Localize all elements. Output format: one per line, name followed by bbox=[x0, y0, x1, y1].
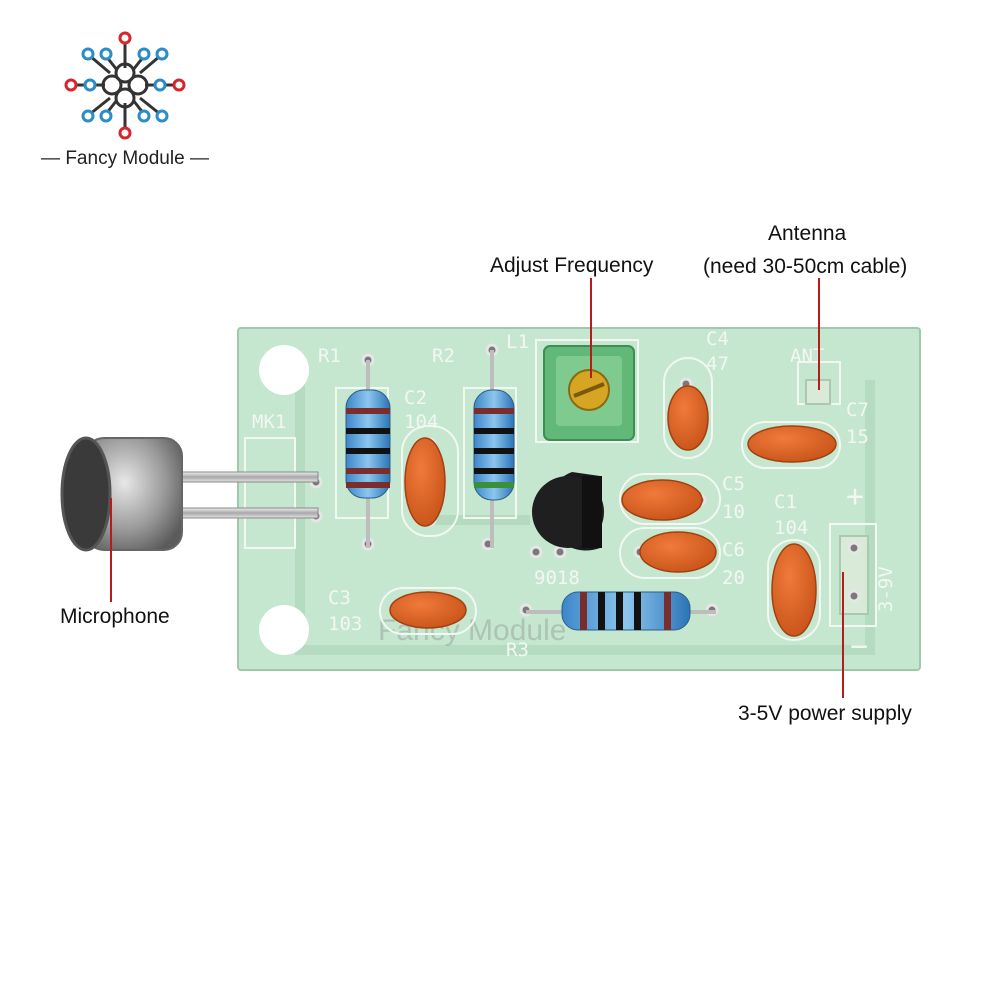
label-plus: + bbox=[846, 479, 864, 514]
label-c5: C5 bbox=[722, 473, 745, 495]
label-c7-value: 15 bbox=[846, 426, 869, 448]
power-pad-positive bbox=[847, 541, 861, 555]
label-r2: R2 bbox=[432, 345, 455, 367]
antenna-leader bbox=[818, 278, 820, 390]
label-c3-value: 103 bbox=[328, 613, 362, 635]
label-c4-value: 47 bbox=[706, 353, 729, 375]
silkscreen: R1 R2 L1 MK1 C2 104 C4 47 ANT C7 15 C5 1… bbox=[252, 328, 897, 664]
microphone-label: Microphone bbox=[60, 605, 170, 628]
mounting-hole-bottom bbox=[259, 605, 309, 655]
label-c1: C1 bbox=[774, 491, 797, 513]
label-c2: C2 bbox=[404, 387, 427, 409]
capacitor-c7 bbox=[747, 425, 837, 463]
adjust-frequency-label: Adjust Frequency bbox=[490, 254, 654, 277]
antenna-title: Antenna bbox=[768, 222, 847, 245]
label-r1: R1 bbox=[318, 345, 341, 367]
logo-nodes bbox=[64, 31, 186, 140]
label-mk1: MK1 bbox=[252, 411, 286, 433]
label-transistor: 9018 bbox=[534, 567, 580, 589]
power-supply-label: 3-5V power supply bbox=[738, 702, 912, 725]
label-c5-value: 10 bbox=[722, 501, 745, 523]
label-l1: L1 bbox=[506, 331, 529, 353]
ceramic-capacitors bbox=[389, 385, 837, 637]
adjustable-inductor bbox=[543, 345, 635, 441]
label-r3: R3 bbox=[506, 639, 529, 661]
capacitor-c1 bbox=[771, 543, 817, 637]
label-c6: C6 bbox=[722, 539, 745, 561]
resistor-r2 bbox=[473, 350, 515, 548]
capacitor-c6 bbox=[639, 531, 717, 573]
brand-name-text: Fancy Module bbox=[65, 148, 185, 169]
power-pad-negative bbox=[847, 589, 861, 603]
capacitor-c5 bbox=[621, 479, 703, 521]
power-supply-leader bbox=[842, 572, 844, 698]
brand-logo bbox=[64, 31, 186, 140]
adjust-frequency-leader bbox=[590, 278, 592, 378]
transistor-9018 bbox=[532, 472, 604, 551]
capacitor-c4 bbox=[667, 385, 709, 451]
label-c2-value: 104 bbox=[404, 411, 438, 433]
resistor-r1 bbox=[345, 360, 391, 548]
microphone-leader bbox=[110, 498, 112, 602]
resistor-r3 bbox=[526, 591, 716, 631]
label-c6-value: 20 bbox=[722, 567, 745, 589]
label-c7: C7 bbox=[846, 399, 869, 421]
label-c3: C3 bbox=[328, 587, 351, 609]
label-c1-value: 104 bbox=[774, 517, 808, 539]
capacitor-c3 bbox=[389, 591, 467, 629]
brand-name: — Fancy Module — bbox=[41, 148, 209, 169]
label-c4: C4 bbox=[706, 328, 729, 350]
capacitor-c2 bbox=[404, 437, 446, 527]
antenna-note: (need 30-50cm cable) bbox=[703, 255, 908, 278]
logo-circuit-traces bbox=[73, 40, 177, 131]
label-minus: − bbox=[850, 629, 868, 664]
label-voltage: 3-9V bbox=[875, 566, 897, 612]
mounting-hole-top bbox=[259, 345, 309, 395]
